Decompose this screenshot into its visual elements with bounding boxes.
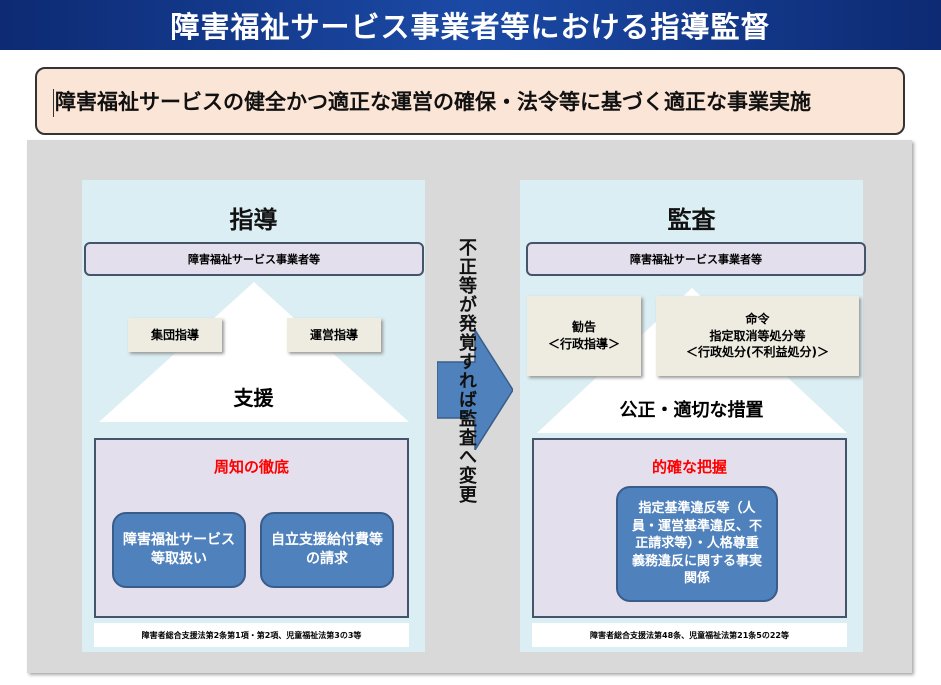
benefit-claim-box: 自立支援給付費等の請求 — [260, 512, 394, 588]
page-title: 障害福祉サービス事業者等における指導監督 — [0, 0, 941, 50]
service-handling-box: 障害福祉サービス等取扱い — [112, 512, 246, 588]
group-guidance-tag: 集団指導 — [128, 318, 222, 352]
fair-measures-label: 公正・適切な措置 — [619, 400, 764, 421]
tag-line: 命令 — [745, 311, 770, 326]
guidance-lower-box: 周知の徹底 障害福祉サービス等取扱い 自立支援給付費等の請求 — [94, 438, 409, 618]
violation-facts-box: 指定基準違反等（人員・運営基準違反、不正請求等）・人格尊重義務違反に関する事実関… — [616, 486, 778, 602]
entity-label: 障害福祉サービス事業者等 — [84, 242, 424, 276]
order-tag: 命令 指定取消等処分等 ＜行政処分(不利益処分)＞ — [656, 296, 859, 376]
escalation-text: 不正等が発覚すれば監査へ変更 — [456, 238, 477, 504]
tag-line: ＜行政指導＞ — [547, 337, 620, 351]
tag-line: 指定取消等処分等 — [709, 328, 806, 343]
guidance-heading: 指導 — [229, 206, 278, 234]
law-reference: 障害者総合支援法第48条、児童福祉法第21条5の22等 — [532, 623, 847, 647]
law-reference: 障害者総合支援法第2条第1項・第2項、児童福祉法第3の3等 — [94, 623, 409, 647]
tag-line: 勧告 — [571, 320, 596, 335]
accurate-grasp-label: 的確な把握 — [651, 458, 727, 476]
guidance-panel: 指導 障害福祉サービス事業者等 集団指導 運営指導 支援 周知の徹底 障害福祉サ… — [82, 180, 425, 652]
right-arrow-icon — [437, 330, 513, 450]
operation-guidance-tag: 運営指導 — [287, 318, 381, 352]
triangle-shape — [99, 282, 409, 422]
thorough-notice-label: 周知の徹底 — [213, 458, 289, 476]
audit-lower-box: 的確な把握 指定基準違反等（人員・運営基準違反、不正請求等）・人格尊重義務違反に… — [532, 438, 847, 618]
purpose-banner: 障害福祉サービスの健全かつ適正な運営の確保・法令等に基づく適正な事業実施 — [35, 67, 905, 135]
tag-line: ＜行政処分(不利益処分)＞ — [686, 345, 829, 360]
support-label: 支援 — [233, 386, 274, 410]
recommendation-tag: 勧告 ＜行政指導＞ — [527, 296, 641, 376]
entity-label: 障害福祉サービス事業者等 — [526, 242, 866, 276]
audit-panel: 監査 障害福祉サービス事業者等 勧告 ＜行政指導＞ 命令 指定取消等処分等 ＜行… — [520, 180, 866, 652]
audit-heading: 監査 — [667, 206, 716, 234]
